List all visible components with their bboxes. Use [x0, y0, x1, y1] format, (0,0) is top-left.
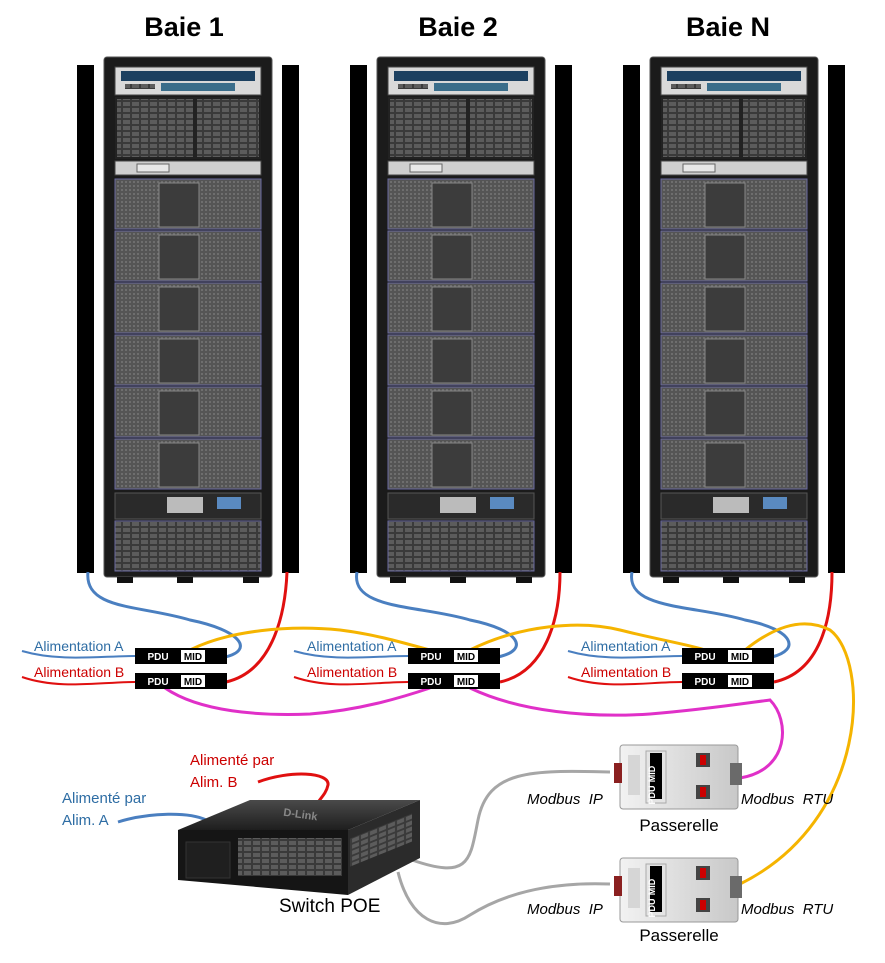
label-switch-power-a-line2: Alim. A — [62, 812, 109, 829]
label-alim-b-n: Alimentation B — [581, 664, 672, 680]
cable-rack1-feed-a — [86, 571, 242, 659]
rack-title-1: Baie 1 — [144, 12, 224, 42]
line-alim-b-1 — [21, 676, 136, 686]
pdu-brand-left: PDU — [694, 677, 715, 688]
gateway-1-right-label: Modbus RTU — [741, 791, 834, 808]
gateway-1-title: Passerelle — [639, 816, 719, 835]
rack-n — [622, 56, 846, 584]
pdu-brand-right: MID — [731, 677, 749, 688]
label-alim-a-n: Alimentation A — [581, 638, 671, 654]
pdu-brand-left: PDU — [694, 652, 715, 663]
gateway-2-brand-right: MID — [647, 878, 657, 895]
label-alim-b-1: Alimentation B — [34, 664, 125, 680]
cable-rackn-feed-b — [773, 571, 834, 684]
pdu-rackn-b: PDU MID — [682, 673, 774, 689]
line-alim-b-n — [567, 676, 683, 686]
label-switch-power-a: Alimenté par Alim. A — [62, 788, 146, 832]
cable-rtu-chain-b — [164, 686, 784, 780]
label-alim-a-2: Alimentation A — [307, 638, 397, 654]
pdu-brand-right: MID — [457, 652, 475, 663]
label-switch-power-b: Alimenté par Alim. B — [190, 750, 274, 794]
cable-switch-power-a — [117, 812, 207, 824]
pdu-rack1-b: PDU MID — [135, 673, 227, 689]
cable-rtu-chain-a — [189, 622, 855, 886]
pdu-brand-right: MID — [731, 652, 749, 663]
pdu-rackn-a: PDU MID — [682, 648, 774, 664]
rack-1 — [76, 56, 300, 584]
cable-modbus-ip-2 — [396, 871, 611, 926]
gateway-1-brand: PDU — [647, 785, 657, 804]
pdu-brand-left: PDU — [420, 677, 441, 688]
label-switch-power-b-line1: Alimenté par — [190, 752, 275, 769]
cable-rackn-feed-a — [630, 571, 791, 659]
pdu-brand-left: PDU — [147, 677, 168, 688]
gateway-2-right-label: Modbus RTU — [741, 901, 834, 918]
label-alim-a-1: Alimentation A — [34, 638, 124, 654]
cable-rack1-feed-b — [225, 571, 289, 684]
label-switch-power-b-line2: Alim. B — [190, 774, 238, 791]
gateway-1-left-label: Modbus IP — [527, 791, 603, 808]
line-alim-a-2 — [293, 650, 409, 659]
switch-brand: D-Link — [283, 807, 319, 824]
gateway-2-title: Passerelle — [639, 926, 719, 945]
line-alim-b-2 — [293, 676, 409, 686]
gateway-2-left-label: Modbus IP — [527, 901, 603, 918]
pdu-rack2-a: PDU MID — [408, 648, 500, 664]
poe-switch: D-Link — [178, 800, 420, 895]
rack-title-2: Baie 2 — [418, 12, 498, 42]
rack-2 — [349, 56, 573, 584]
gateway-1 — [613, 744, 743, 810]
gateway-2 — [613, 857, 743, 923]
cable-rack2-feed-b — [499, 571, 562, 684]
cable-modbus-ip-1 — [411, 769, 611, 870]
pdu-brand-right: MID — [457, 677, 475, 688]
cable-rack2-feed-a — [355, 571, 518, 659]
label-alim-b-2: Alimentation B — [307, 664, 398, 680]
switch-title: Switch POE — [279, 896, 381, 917]
label-switch-power-a-line1: Alimenté par — [62, 790, 147, 807]
pdu-brand-right: MID — [184, 652, 202, 663]
pdu-brand-left: PDU — [147, 652, 168, 663]
pdu-rack1-a: PDU MID — [135, 648, 227, 664]
pdu-brand-right: MID — [184, 677, 202, 688]
gateway-1-brand-right: MID — [647, 765, 657, 782]
line-alim-a-1 — [21, 650, 136, 659]
rack-title-n: Baie N — [685, 12, 771, 42]
pdu-rack2-b: PDU MID — [408, 673, 500, 689]
pdu-brand-left: PDU — [420, 652, 441, 663]
line-alim-a-n — [567, 650, 683, 659]
gateway-2-brand: PDU — [647, 898, 657, 917]
